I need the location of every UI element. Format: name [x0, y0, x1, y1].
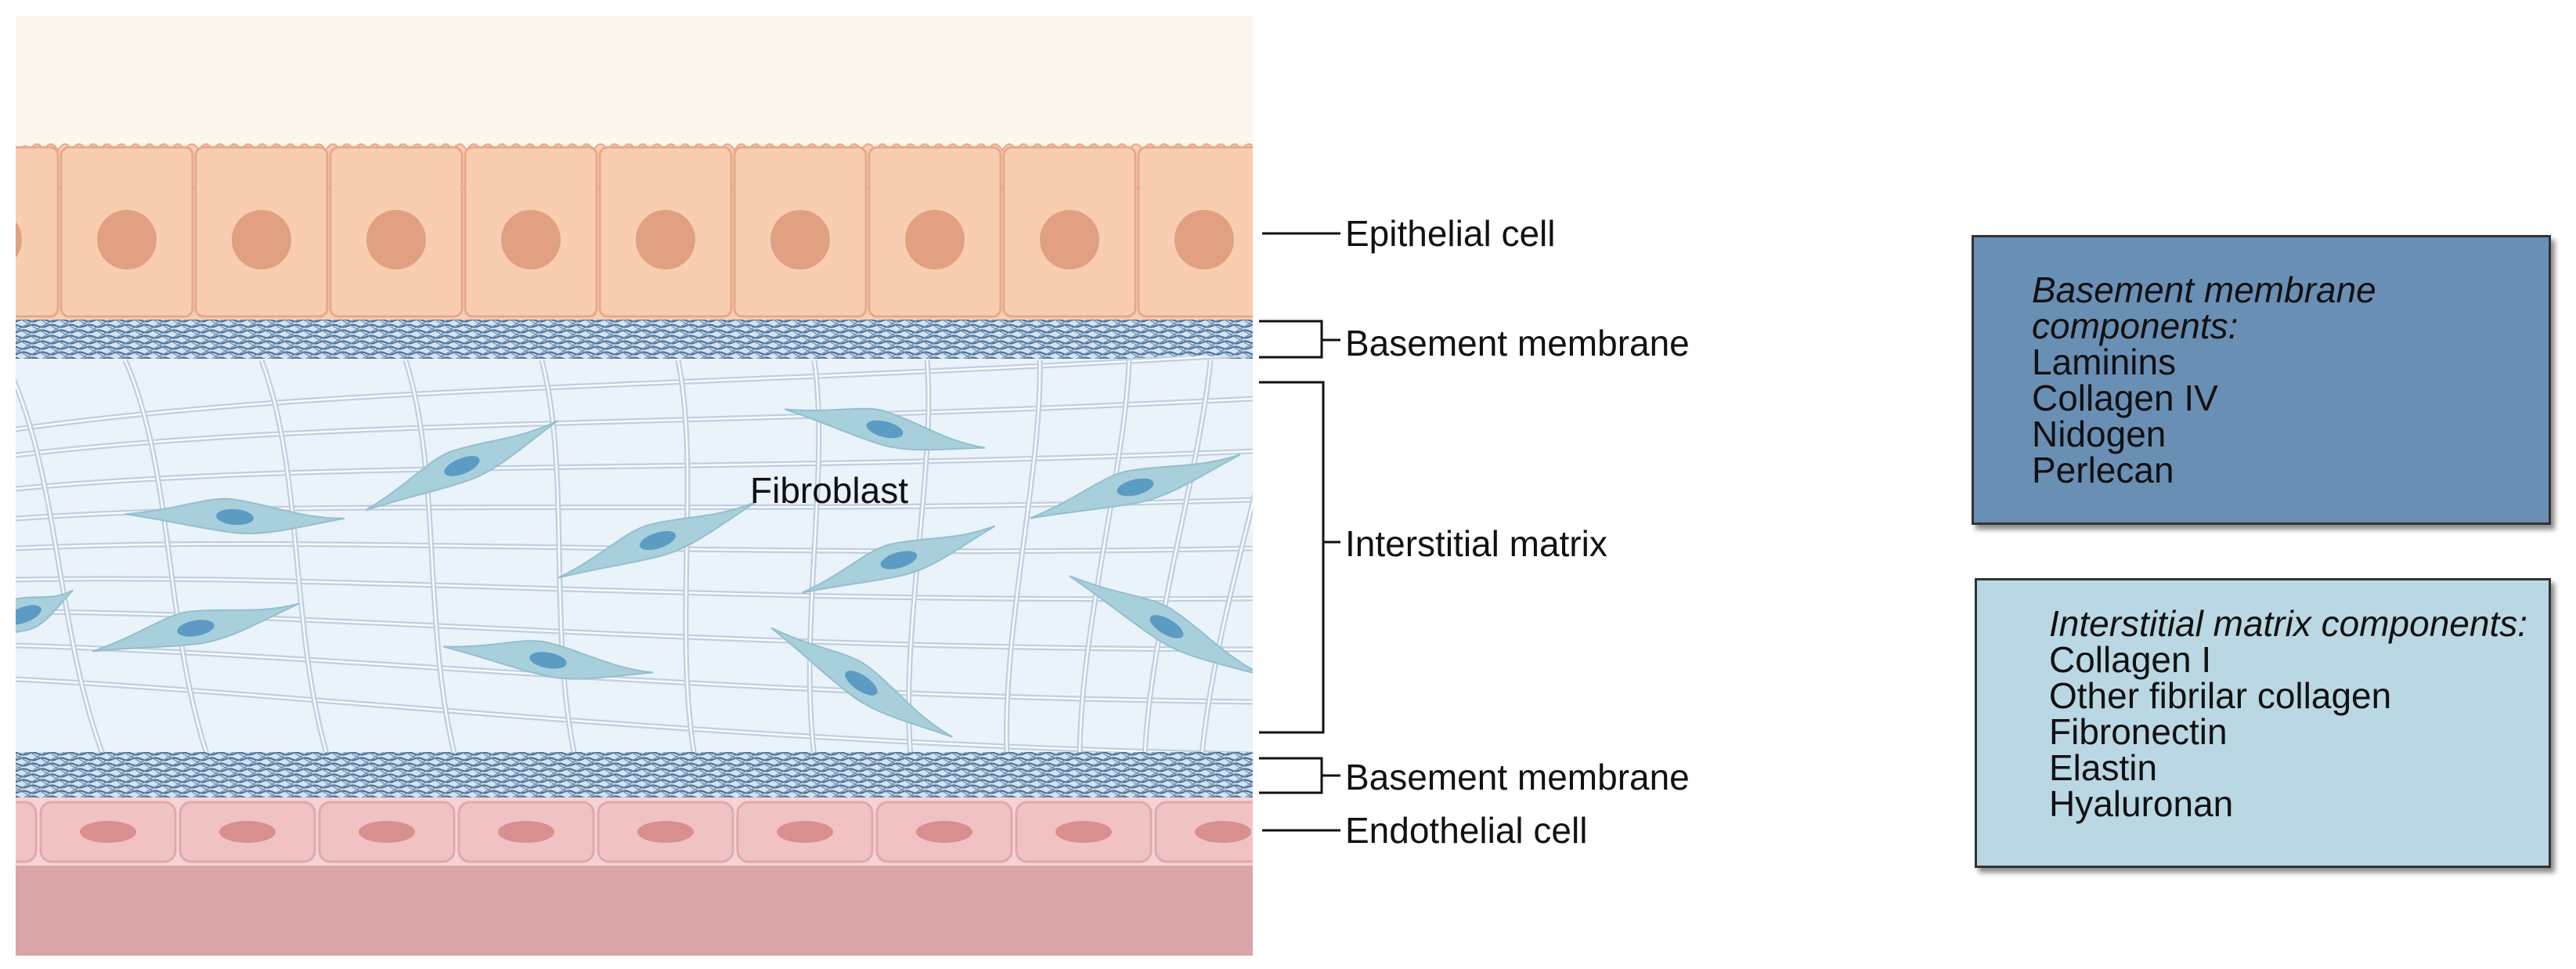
epithelial-nucleus	[232, 210, 291, 269]
basement-top-bracket	[1259, 320, 1340, 359]
epithelial-nucleus	[905, 210, 965, 269]
epithelial-nucleus	[16, 221, 22, 259]
epithelial-nucleus	[1040, 210, 1099, 269]
collagen-fiber	[1143, 360, 1212, 756]
endothelial-cell-label: Endothelial cell	[1345, 810, 1587, 851]
collagen-fiber	[16, 678, 1253, 756]
collagen-fiber	[16, 397, 1253, 457]
endothelial-nucleus	[498, 821, 554, 843]
fibroblast-cell	[558, 501, 757, 579]
fibroblast-nucleus	[16, 605, 41, 625]
endothelial-nucleus	[1055, 821, 1112, 843]
endothelial-nucleus	[637, 821, 694, 843]
fibroblast-cell	[802, 525, 996, 594]
endothelial-nucleus	[1195, 821, 1251, 843]
epithelial-nucleus	[1174, 210, 1234, 269]
fibroblast-nucleus	[845, 671, 878, 696]
basement-component-item: Perlecan	[2032, 450, 2174, 490]
interstitial-bracket	[1259, 381, 1340, 734]
fibroblast-cell	[92, 602, 299, 653]
endothelial-cell	[16, 801, 38, 863]
basement-membrane-top-label: Basement membrane	[1345, 323, 1690, 363]
interstitial-matrix	[16, 356, 1253, 756]
fibroblast-cell	[785, 407, 986, 451]
collagen-fiber	[808, 360, 821, 756]
collagen-fiber	[260, 360, 329, 756]
epithelial-nucleus	[97, 210, 157, 269]
basement-bottom-bracket	[1259, 757, 1340, 794]
fibroblast-nucleus	[1117, 478, 1154, 497]
basement-membrane-top	[16, 320, 1253, 360]
interstitial-component-item: Elastin	[2049, 747, 2158, 788]
fibroblast-cell	[770, 627, 953, 738]
basement-membrane-components-box: Basement membrane components: Laminins C…	[1972, 235, 2551, 525]
fibroblast-cell	[1069, 575, 1253, 678]
basement-component-item: Laminins	[2032, 342, 2177, 382]
collagen-fiber	[540, 360, 576, 756]
fibroblast-nucleus	[880, 551, 918, 569]
basement-component-item: Nidogen	[2032, 414, 2167, 454]
collagen-fiber	[124, 360, 209, 756]
collagen-fiber	[1200, 498, 1253, 756]
endothelial-nucleus	[219, 821, 276, 843]
interstitial-component-item: Hyaluronan	[2049, 783, 2234, 824]
epithelial-cell-label: Epithelial cell	[1345, 213, 1555, 254]
collagen-fiber	[16, 610, 1253, 651]
fibroblast-nucleus	[1149, 615, 1184, 638]
fibroblast-nucleus	[177, 620, 215, 637]
fibroblast-nucleus	[639, 530, 676, 551]
epithelial-cell	[16, 146, 60, 318]
fibroblast-cell	[124, 497, 345, 535]
basement-component-item: Collagen IV	[2032, 378, 2218, 418]
epithelial-nucleus	[501, 210, 561, 269]
endothelial-layer	[16, 797, 1253, 868]
fibroblast-cell	[442, 640, 654, 680]
interstitial-component-item: Other fibrilar collagen	[2049, 675, 2392, 716]
interstitial-box-title: Interstitial matrix components:	[2049, 603, 2528, 644]
fibroblast-cell	[365, 420, 558, 512]
fibroblast-nucleus	[216, 508, 254, 526]
collagen-fiber	[16, 450, 1253, 490]
endothelial-nucleus	[916, 821, 972, 843]
fibroblast-nucleus	[444, 456, 480, 476]
basement-membrane-bottom	[16, 752, 1253, 799]
fibroblast-label: Fibroblast	[750, 470, 908, 511]
fibroblast-cell	[16, 589, 74, 639]
interstitial-matrix-label: Interstitial matrix	[1345, 523, 1607, 564]
fibroblast-cell	[1030, 454, 1241, 519]
fibroblast-nucleus	[866, 420, 904, 439]
collagen-fiber	[1078, 360, 1131, 756]
basement-box-title: Basement membrane components:	[2032, 269, 2376, 346]
collagen-fiber	[676, 360, 696, 756]
interstitial-component-item: Collagen I	[2049, 639, 2212, 680]
epithelial-nucleus	[636, 210, 695, 269]
epithelial-layer	[16, 143, 1253, 321]
epithelial-nucleus	[770, 210, 830, 269]
collagen-fiber	[16, 381, 105, 756]
fibroblast-nucleus	[529, 652, 567, 669]
collagen-fiber	[404, 360, 456, 756]
collagen-fiber	[16, 543, 1253, 552]
endothelial-nucleus	[777, 821, 833, 843]
blood-vessel-lumen	[16, 866, 1253, 956]
basement-membrane-bottom-label: Basement membrane	[1345, 757, 1690, 797]
interstitial-matrix-components-box: Interstitial matrix components: Collagen…	[1975, 578, 2551, 868]
endothelial-nucleus	[359, 821, 415, 843]
epithelial-nucleus	[366, 210, 426, 269]
collagen-fiber	[1005, 360, 1041, 756]
lumen-region	[16, 16, 1253, 157]
endothelial-nucleus	[80, 821, 136, 843]
interstitial-component-item: Fibronectin	[2049, 711, 2228, 752]
